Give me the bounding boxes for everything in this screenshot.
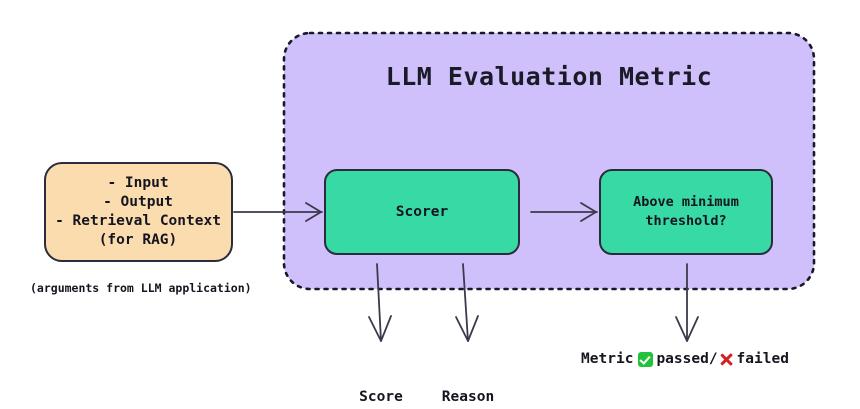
verdict-prefix-text: Metric bbox=[581, 351, 634, 367]
arrow-scorer-to-score bbox=[368, 263, 392, 342]
red-cross-icon bbox=[719, 352, 734, 367]
output-reason-text: Reason bbox=[441, 389, 495, 405]
green-check-icon bbox=[638, 352, 654, 367]
scorer-box bbox=[324, 169, 520, 255]
output-score-text: Score bbox=[359, 389, 403, 405]
arrow-threshold-to-verdict bbox=[675, 263, 699, 342]
output-score-label: Score bbox=[326, 350, 436, 409]
output-reason-label: Reason (optional) bbox=[412, 350, 524, 409]
container-title: LLM Evaluation Metric bbox=[385, 62, 713, 91]
threshold-box bbox=[599, 169, 773, 255]
verdict-failed-text: failed bbox=[736, 351, 789, 367]
arrow-scorer-to-reason bbox=[455, 263, 479, 342]
arguments-caption: (arguments from LLM application) bbox=[30, 281, 252, 295]
output-verdict-label: Metric passed/ failed bbox=[560, 350, 810, 369]
verdict-passed-text: passed/ bbox=[656, 351, 718, 367]
arrow-scorer-to-threshold bbox=[530, 202, 598, 222]
arguments-box bbox=[44, 162, 233, 262]
arrow-arguments-to-scorer bbox=[233, 202, 323, 222]
